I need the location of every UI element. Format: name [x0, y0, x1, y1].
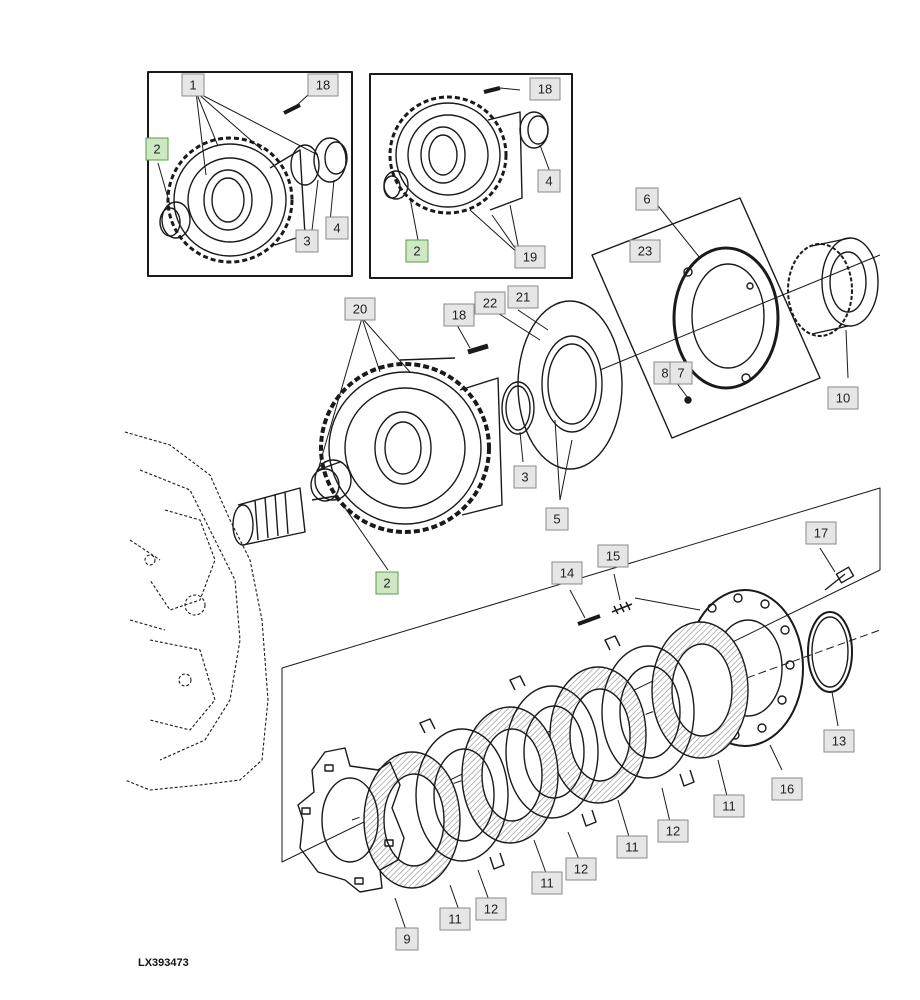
callout-label: 14 [560, 566, 574, 581]
callout-3: 3 [295, 229, 319, 253]
inset-box-left [147, 71, 353, 277]
callout-18: 18 [443, 303, 475, 327]
figure-id: LX393473 [138, 957, 189, 969]
pin [577, 614, 601, 626]
gear-assembly [310, 300, 623, 571]
callout-label: 15 [606, 549, 620, 564]
callout-label: 8 [661, 366, 668, 381]
callout-5: 5 [545, 507, 569, 531]
callout-21: 21 [507, 285, 539, 309]
callout-2: 2 [405, 239, 429, 263]
callout-label: 11 [625, 840, 639, 855]
callout-6: 6 [635, 187, 659, 211]
callout-18: 18 [529, 77, 561, 101]
callout-label: 12 [666, 824, 680, 839]
callout-12: 12 [565, 857, 597, 881]
callout-12: 12 [657, 819, 689, 843]
callout-label: 10 [836, 391, 850, 406]
clutch-pack-frame [281, 487, 881, 863]
callout-2: 2 [145, 137, 169, 161]
callout-label: 3 [303, 234, 310, 249]
callout-label: 2 [413, 244, 420, 259]
callout-label: 3 [521, 470, 528, 485]
callout-7: 7 [669, 361, 693, 385]
callout-22: 22 [474, 291, 506, 315]
transmission-housing [124, 431, 269, 791]
callout-1: 1 [181, 73, 205, 97]
callout-11: 11 [616, 835, 648, 859]
callout-label: 11 [722, 799, 736, 814]
callout-13: 13 [823, 729, 855, 753]
callout-label: 9 [403, 932, 410, 947]
callout-label: 22 [483, 296, 497, 311]
callout-label: 12 [484, 902, 498, 917]
callout-label: 7 [677, 366, 684, 381]
callout-label: 5 [553, 512, 560, 527]
callout-12: 12 [475, 897, 507, 921]
callout-label: 23 [638, 244, 652, 259]
callout-label: 4 [333, 221, 340, 236]
callout-3: 3 [513, 465, 537, 489]
piston-group [591, 197, 821, 439]
callout-label: 19 [523, 250, 537, 265]
friction-discs [363, 621, 749, 889]
steel-plates [415, 635, 695, 870]
callout-label: 21 [516, 290, 530, 305]
callout-label: 16 [780, 782, 794, 797]
callout-11: 11 [439, 907, 471, 931]
callout-19: 19 [514, 245, 546, 269]
callout-11: 11 [713, 794, 745, 818]
callout-label: 17 [814, 526, 828, 541]
callout-4: 4 [325, 216, 349, 240]
callout-label: 18 [452, 308, 466, 323]
callout-17: 17 [805, 521, 837, 545]
seal-ring [807, 611, 853, 693]
callout-label: 6 [643, 192, 650, 207]
callout-16: 16 [771, 777, 803, 801]
callout-label: 12 [574, 862, 588, 877]
input-shaft [232, 487, 306, 546]
end-plate [297, 747, 407, 931]
callout-9: 9 [395, 927, 419, 951]
callout-label: 18 [538, 82, 552, 97]
callout-label: 11 [448, 912, 462, 927]
spline-hub [787, 237, 879, 379]
spring [611, 601, 633, 615]
callout-label: 20 [353, 302, 367, 317]
callout-11: 11 [531, 871, 563, 895]
callout-label: 18 [316, 78, 330, 93]
callout-14: 14 [551, 561, 583, 585]
callout-4: 4 [537, 169, 561, 193]
callout-label: 11 [540, 876, 554, 891]
callout-label: 4 [545, 174, 552, 189]
callout-23: 23 [629, 239, 661, 263]
callout-label: 2 [383, 576, 390, 591]
callout-2: 2 [375, 571, 399, 595]
callout-10: 10 [827, 386, 859, 410]
bolt [819, 547, 855, 591]
callout-20: 20 [344, 297, 376, 321]
callout-18: 18 [307, 73, 339, 97]
inset-box-right [369, 73, 573, 279]
callout-label: 1 [189, 78, 196, 93]
callout-15: 15 [597, 544, 629, 568]
callout-label: 13 [832, 734, 846, 749]
callout-label: 2 [153, 142, 160, 157]
